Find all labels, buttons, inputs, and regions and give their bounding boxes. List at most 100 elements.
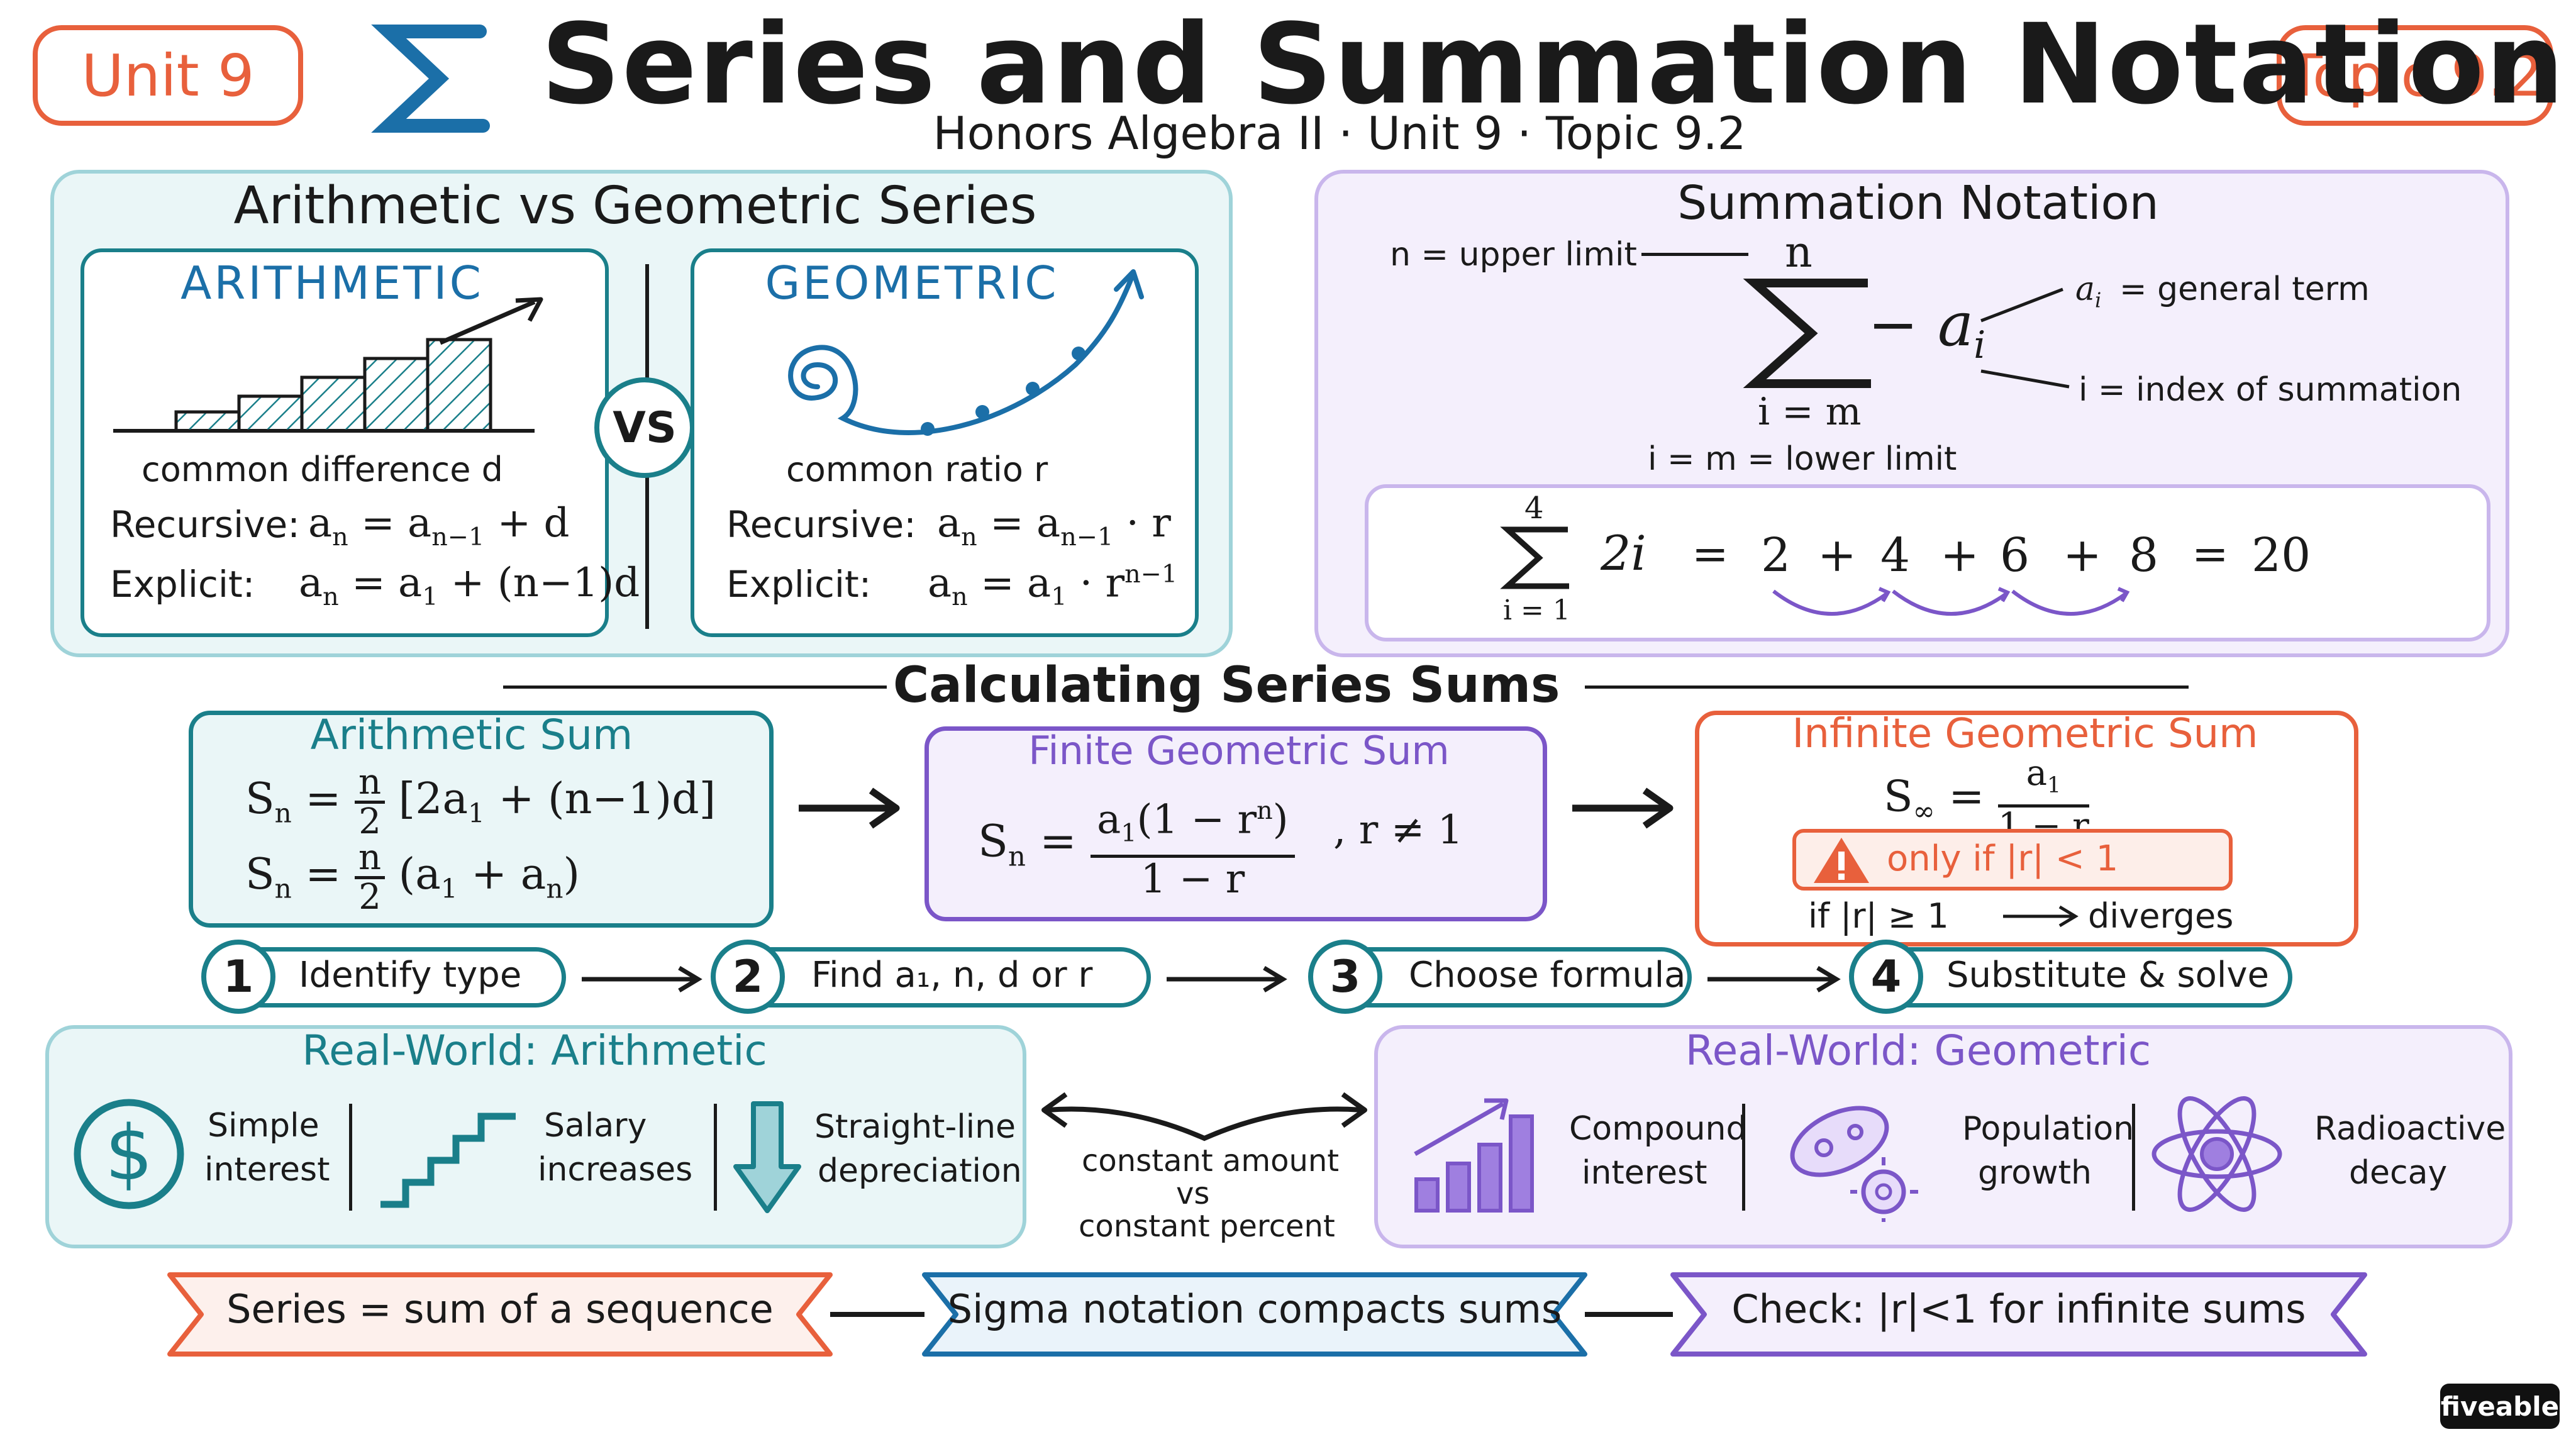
geometric-caption: common ratio r — [786, 450, 1048, 489]
geometric-explicit-label: Explicit: — [726, 563, 872, 606]
example-plus-3: + — [2063, 528, 2102, 582]
geo-divider-2 — [2132, 1104, 2135, 1211]
step-2 — [717, 947, 1151, 1008]
svg-text:$: $ — [105, 1110, 153, 1197]
geometric-heading: GEOMETRIC — [765, 257, 1059, 309]
arithmetic-staircase-icon — [113, 297, 543, 433]
diverges-suffix: diverges — [2088, 896, 2234, 936]
sums-rule-right — [1585, 686, 2189, 689]
arithmetic-sum-card — [189, 711, 774, 928]
compound-line1: Compound — [1569, 1110, 1747, 1148]
unit-badge: Unit 9 — [33, 25, 303, 126]
geometric-explicit-formula: an = a1 · rn−1 — [928, 560, 1178, 612]
general-term: − ai — [1868, 289, 1986, 368]
radioactive-line1: Radioactive — [2314, 1110, 2506, 1148]
finite-geo-condition: , r ≠ 1 — [1333, 807, 1463, 853]
step-arrow-3-icon — [1707, 965, 1841, 993]
infinite-geo-sum-heading: Infinite Geometric Sum — [1792, 711, 2258, 757]
example-equals-1: = — [1692, 528, 1729, 580]
arithmetic-card — [80, 248, 609, 637]
down-arrow-icon — [733, 1101, 801, 1213]
arith-vs-geo-title: Arithmetic vs Geometric Series — [233, 176, 1037, 236]
example-upper: 4 — [1524, 491, 1544, 526]
stairs-icon — [380, 1113, 516, 1208]
warning-text: only if |r| < 1 — [1887, 838, 2119, 879]
index-label: i = index of summation — [2079, 371, 2462, 409]
arithmetic-recursive-formula: an = an−1 + d — [308, 500, 570, 552]
big-sigma-icon — [1743, 279, 1871, 388]
example-term-2: 2 — [1761, 528, 1791, 582]
banner-3 — [1670, 1272, 2367, 1357]
arithmetic-heading: ARITHMETIC — [180, 257, 484, 309]
example-term: 2i — [1601, 525, 1646, 581]
geometric-recursive-formula: an = an−1 · r — [937, 500, 1171, 552]
arrow-1-icon — [799, 787, 900, 829]
arith-divider-1 — [349, 1104, 352, 1211]
example-arcs — [1772, 587, 2130, 616]
population-line2: growth — [1978, 1154, 2092, 1192]
sums-title: Calculating Series Sums — [893, 657, 1560, 714]
banner-2-label: Sigma notation compacts sums — [947, 1286, 1562, 1332]
example-term-4: 4 — [1880, 528, 1911, 582]
comparison-arrows-icon — [1041, 1092, 1367, 1141]
depreciation-line1: Straight-line — [814, 1108, 1016, 1146]
banner-1-label: Series = sum of a sequence — [226, 1286, 774, 1332]
step-4-label: Substitute & solve — [1946, 955, 2269, 996]
geometric-spiral-icon — [788, 269, 1144, 436]
diverges-prefix: if |r| ≥ 1 — [1808, 896, 1949, 936]
comparison-line3: constant percent — [1079, 1209, 1335, 1244]
page-subtitle: Honors Algebra II · Unit 9 · Topic 9.2 — [933, 107, 1746, 160]
arrow-2-icon — [1572, 787, 1674, 829]
example-equals-2: = — [2192, 528, 2229, 580]
bar-chart-icon — [1414, 1098, 1534, 1213]
summation-example-card — [1365, 484, 2490, 641]
arithmetic-caption: common difference d — [142, 450, 503, 489]
geo-divider-1 — [1742, 1104, 1745, 1211]
step-3 — [1314, 947, 1692, 1008]
sums-rule-left — [503, 686, 887, 689]
diverges-arrow-icon — [2003, 905, 2079, 928]
step-arrow-2-icon — [1167, 965, 1287, 993]
arithmetic-recursive-label: Recursive: — [110, 503, 300, 546]
leader-lines — [1980, 287, 2070, 389]
simple-interest-line1: Simple — [208, 1107, 319, 1145]
banner-connectors — [830, 1312, 1673, 1317]
step-1-number: 1 — [201, 940, 275, 1014]
step-3-number: 3 — [1308, 940, 1382, 1014]
general-term-var: ai — [2075, 270, 2102, 313]
example-lower: i = 1 — [1503, 594, 1570, 626]
example-plus-2: + — [1940, 528, 1980, 582]
warning-icon — [1814, 838, 1869, 883]
example-result: 20 — [2251, 528, 2311, 582]
dollar-icon: $ — [74, 1099, 184, 1209]
sigma-upper-var: n — [1785, 228, 1813, 277]
radioactive-line2: decay — [2349, 1154, 2448, 1192]
topic-badge: Topic 9.2 — [2277, 25, 2553, 126]
lower-limit-label: i = m = lower limit — [1648, 440, 1957, 478]
comparison-line2: vs — [1176, 1176, 1210, 1211]
step-4 — [1858, 947, 2292, 1008]
banner-1 — [167, 1272, 833, 1357]
comparison-line1: constant amount — [1082, 1143, 1340, 1179]
upper-limit-label: n = upper limit — [1390, 236, 1637, 274]
step-4-number: 4 — [1849, 940, 1923, 1014]
salary-line2: increases — [538, 1151, 693, 1189]
arithmetic-explicit-formula: an = a1 + (n−1)d — [299, 560, 640, 611]
page-title: Series and Summation Notation — [541, 0, 2566, 129]
real-world-geometric-panel — [1374, 1025, 2512, 1248]
salary-line1: Salary — [544, 1107, 647, 1145]
vs-badge: VS — [594, 377, 695, 478]
example-plus-1: + — [1818, 528, 1857, 582]
bacteria-icon — [1790, 1106, 1918, 1222]
step-arrow-1-icon — [582, 965, 702, 993]
banner-2 — [922, 1272, 1587, 1357]
population-line1: Population — [1962, 1110, 2135, 1148]
fiveable-logo: fiveable — [2440, 1384, 2560, 1429]
depreciation-line2: depreciation — [818, 1152, 1022, 1190]
general-term-label: = general term — [2119, 270, 2370, 308]
arithmetic-sum-heading: Arithmetic Sum — [310, 711, 633, 759]
real-world-arithmetic-panel — [45, 1025, 1026, 1248]
summation-title: Summation Notation — [1677, 176, 2159, 230]
